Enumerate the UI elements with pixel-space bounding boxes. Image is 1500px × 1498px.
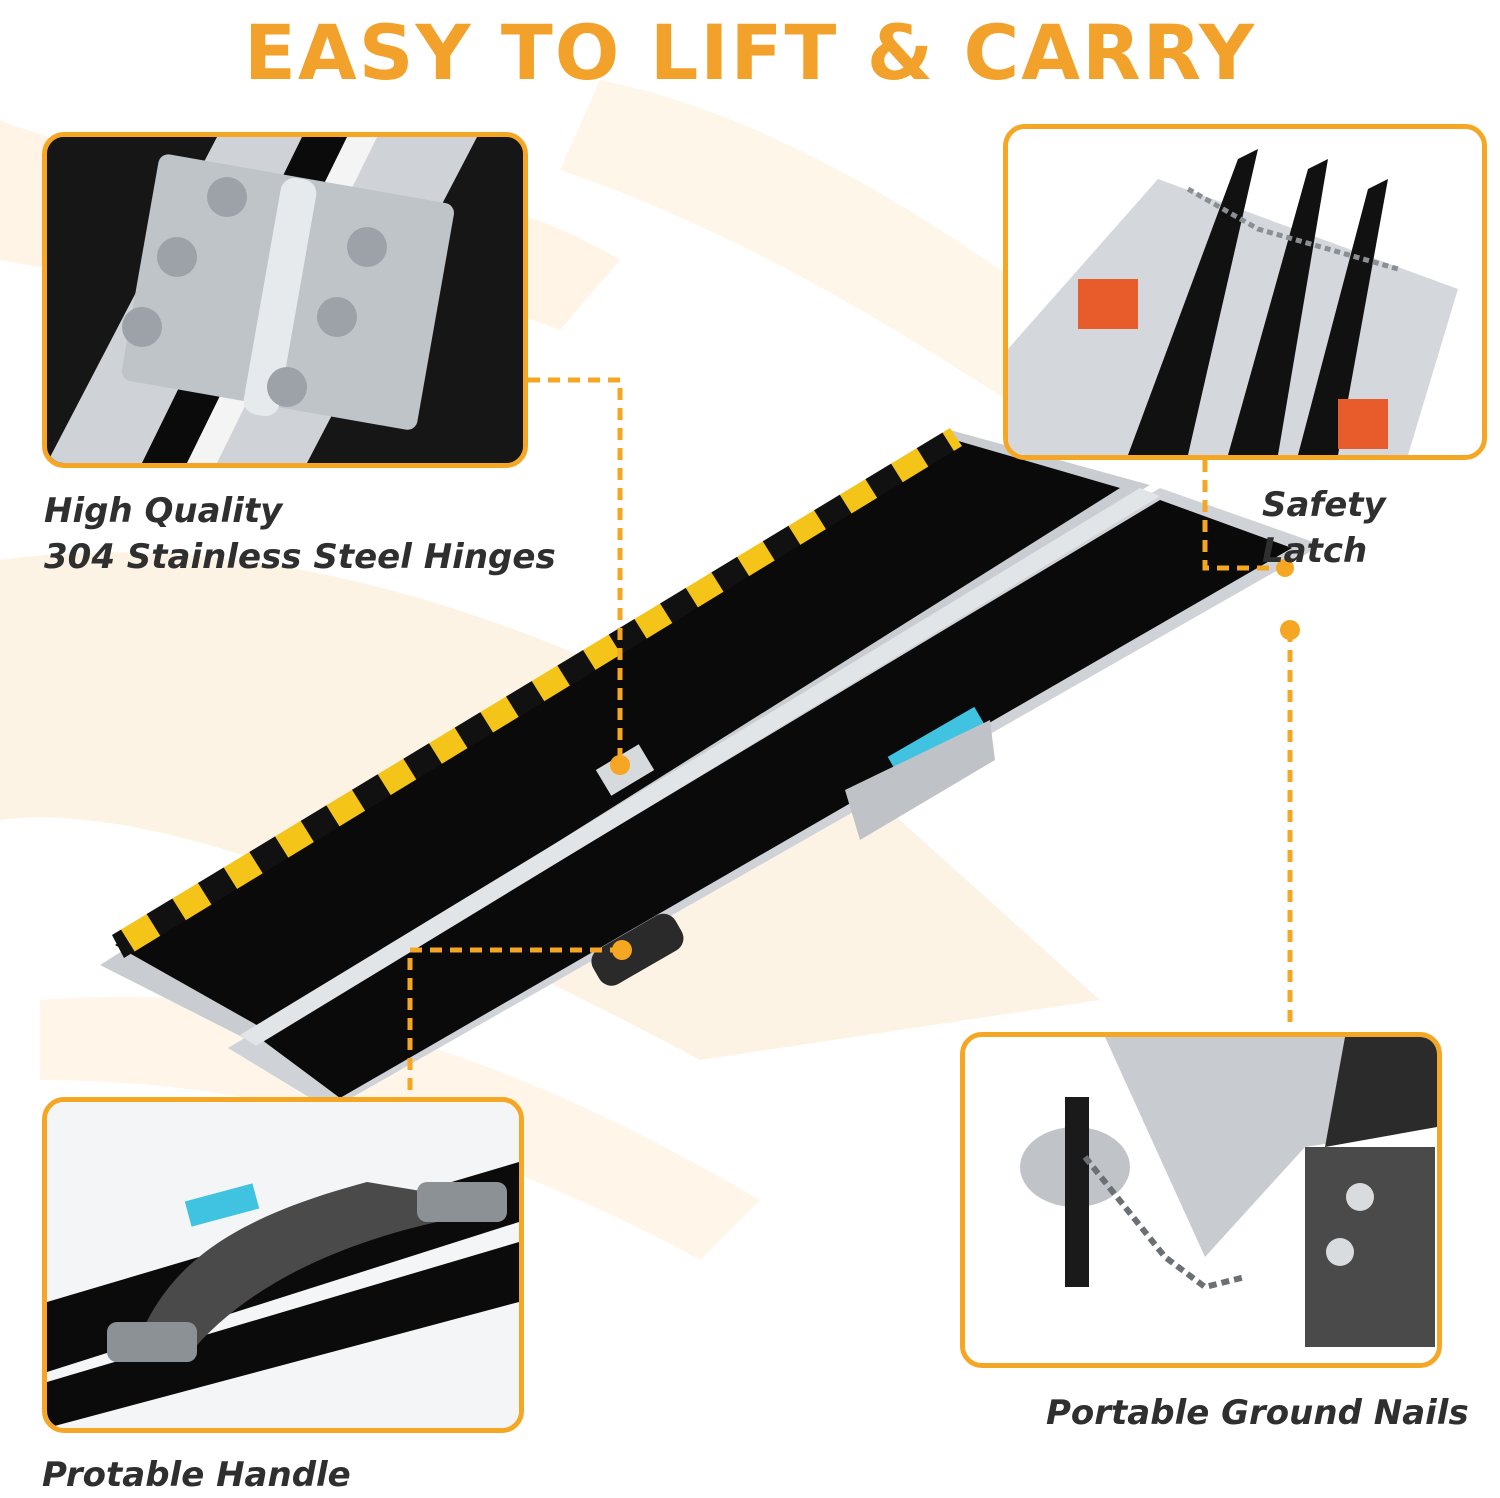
hinges-caption-line2: 304 Stainless Steel Hinges [44,537,556,577]
latch-caption: Safety Latch [1262,485,1386,571]
handle-caption: Protable Handle [42,1455,351,1495]
nails-callout [960,1032,1442,1368]
handle-icon [47,1102,519,1428]
hinges-callout [42,132,528,468]
handle-callout [42,1097,524,1433]
hinge-icon [47,137,523,463]
headline: EASY TO LIFT & CARRY [243,8,1257,97]
nails-caption: Portable Ground Nails [1046,1393,1469,1433]
hinges-caption: High Quality 304 Stainless Steel Hinges [44,488,556,580]
ground-nail-icon [965,1037,1437,1363]
latch-callout [1003,124,1487,460]
hinges-caption-line1: High Quality [44,491,283,531]
latch-icon [1008,129,1482,455]
